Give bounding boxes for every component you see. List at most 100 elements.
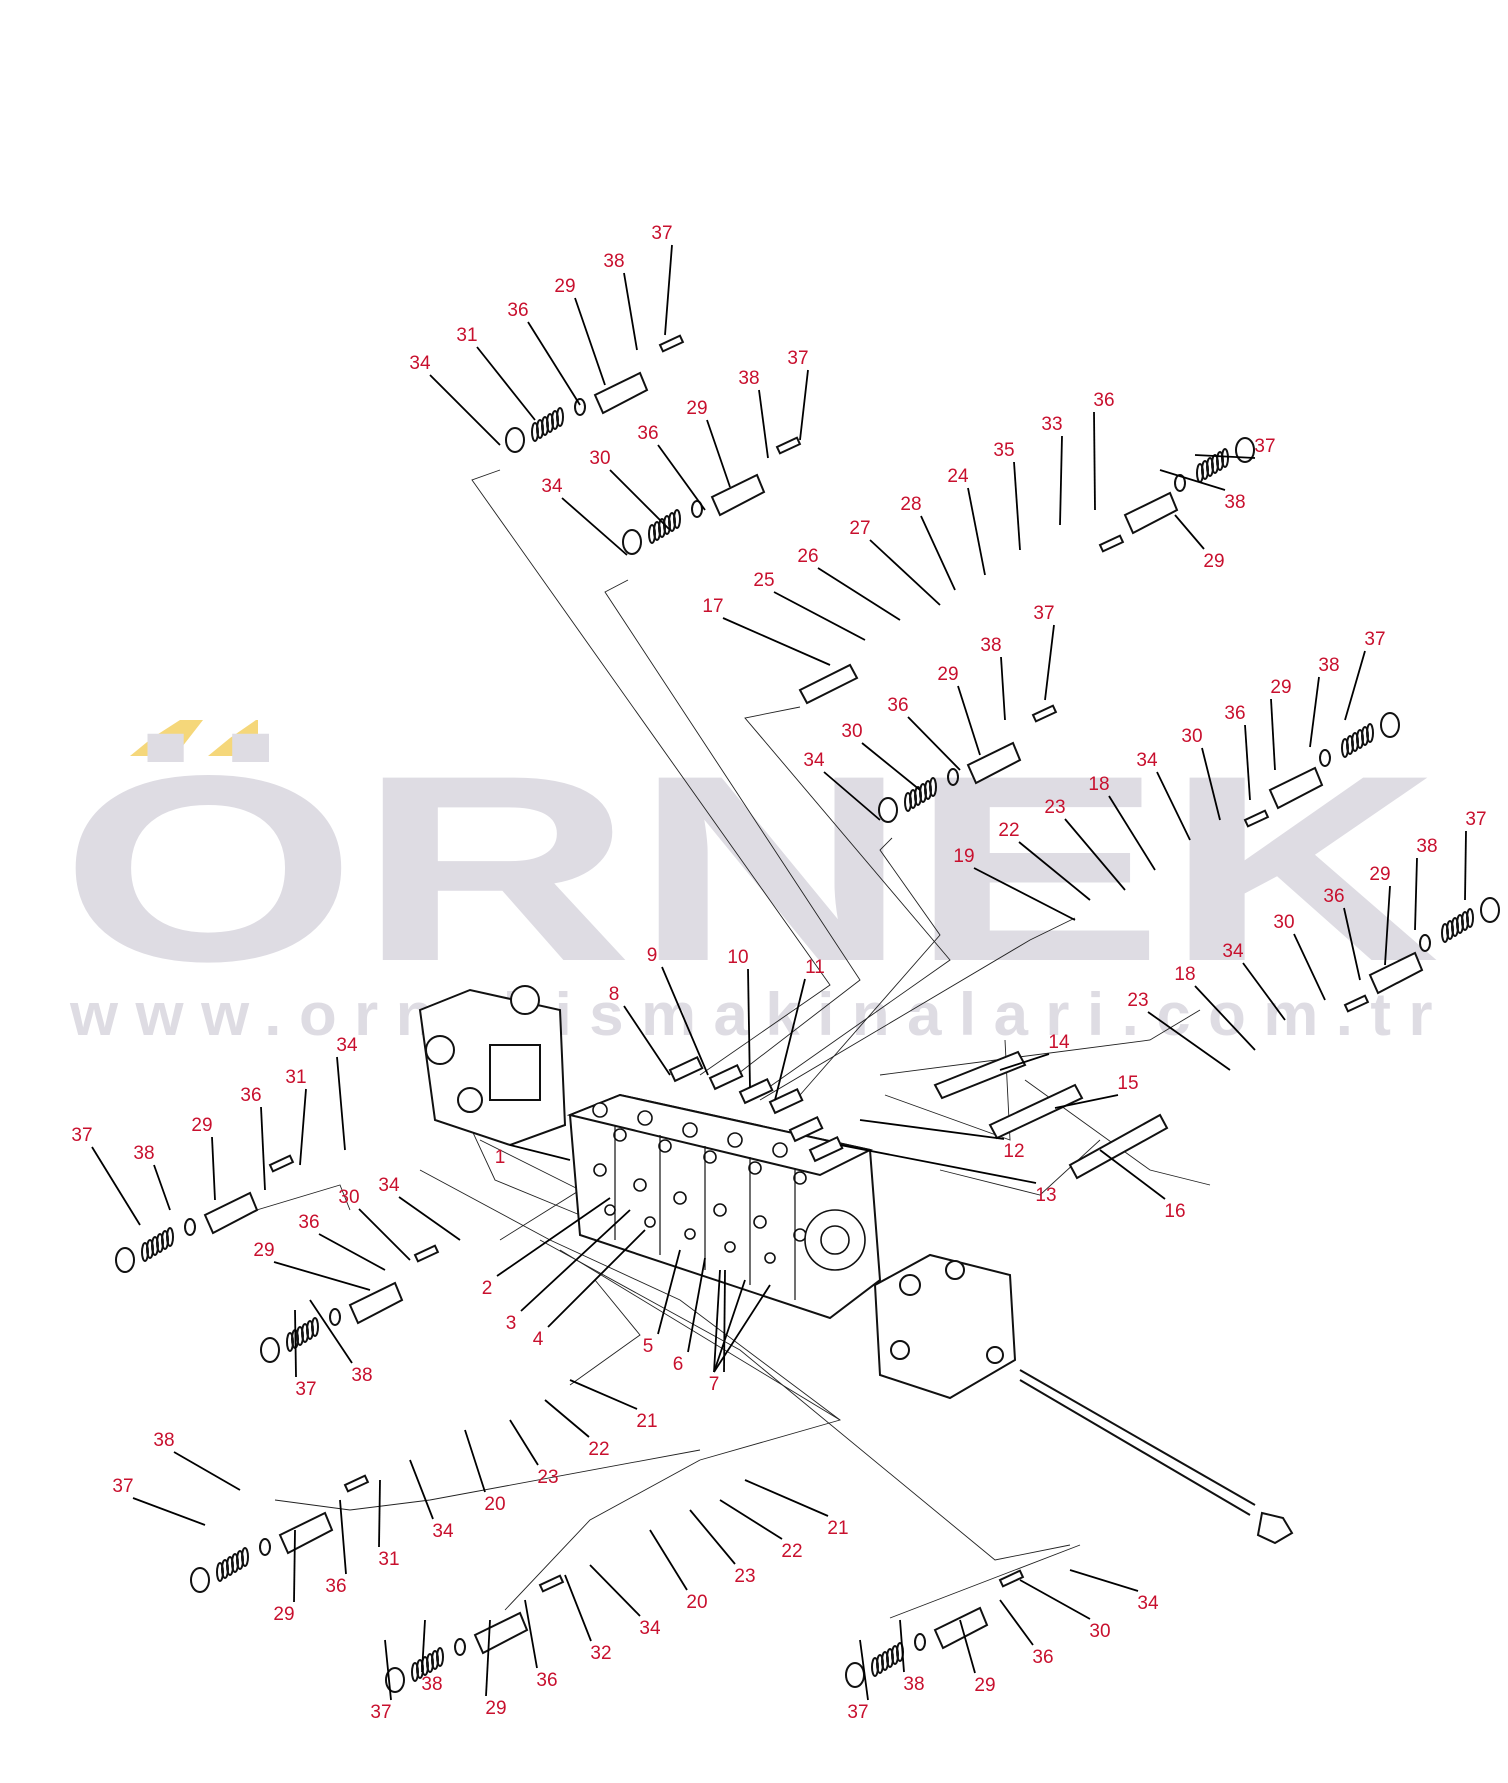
callout-29: 29 (485, 1698, 506, 1719)
leader-line (861, 742, 921, 791)
leader-line (547, 1229, 646, 1328)
umlaut-mark-right (208, 720, 258, 756)
spring-coil (286, 1332, 294, 1352)
valve-cap (278, 1511, 334, 1555)
spring-coil (1466, 908, 1474, 928)
leader-line (957, 685, 981, 756)
mounting-bolt (1098, 534, 1125, 553)
leader-line (1343, 907, 1361, 981)
leader-line (509, 1144, 571, 1161)
o-ring-seal (329, 1308, 341, 1326)
leader-line (623, 1005, 671, 1076)
mounting-bolt (343, 1474, 370, 1493)
callout-24: 24 (947, 466, 969, 487)
callout-21: 21 (636, 1411, 657, 1432)
callout-6: 6 (673, 1354, 684, 1375)
callout-19: 19 (953, 846, 974, 867)
callout-30: 30 (1089, 1621, 1110, 1642)
leader-line (959, 1619, 976, 1674)
leader-line (657, 444, 706, 511)
callout-29: 29 (554, 276, 575, 297)
leader-line (799, 369, 809, 441)
callout-38: 38 (351, 1365, 372, 1386)
leader-line (869, 539, 941, 606)
callout-1: 1 (495, 1147, 506, 1168)
leader-line (173, 1451, 241, 1491)
leader-line (999, 1599, 1034, 1646)
callout-37: 37 (787, 348, 808, 369)
callout-28: 28 (900, 494, 921, 515)
callout-31: 31 (378, 1549, 399, 1570)
callout-27: 27 (849, 518, 870, 539)
leader-line (920, 515, 956, 591)
leader-line (1270, 698, 1276, 771)
o-ring-seal (184, 1218, 196, 1236)
valve-cap (348, 1281, 404, 1325)
callout-3: 3 (506, 1313, 517, 1334)
mounting-bolt (1031, 704, 1058, 723)
leader-line (687, 1257, 706, 1353)
leader-line (689, 1509, 736, 1565)
valve-cap (1268, 766, 1324, 810)
leader-line (713, 1269, 721, 1373)
callout-12: 12 (1003, 1141, 1024, 1162)
mounting-bolt (413, 1244, 440, 1263)
leader-line (823, 771, 881, 821)
spring-coil (871, 1657, 879, 1677)
callout-36: 36 (298, 1212, 319, 1233)
watermark-url-text: www.ornekismakinalari.com.tr (69, 981, 1450, 1048)
callout-34: 34 (1137, 1593, 1159, 1614)
mounting-bolt (1343, 994, 1370, 1013)
o-ring-seal (259, 1538, 271, 1556)
spool-15 (988, 1083, 1084, 1140)
callout-17: 17 (702, 596, 723, 617)
valve-cap (933, 1606, 989, 1650)
callout-37: 37 (847, 1702, 868, 1723)
o-ring-seal (574, 398, 586, 416)
callout-23: 23 (1127, 990, 1148, 1011)
callout-36: 36 (1093, 390, 1114, 411)
leader-line (1384, 885, 1391, 966)
leader-line (421, 1619, 426, 1673)
adjust-nut (260, 1337, 280, 1363)
end-cover-block (873, 1253, 1017, 1400)
mounting-bolt (658, 334, 685, 353)
leader-line (774, 978, 806, 1101)
leader-line (1054, 1094, 1119, 1109)
o-ring-seal (454, 1638, 466, 1656)
leader-line (1000, 656, 1006, 721)
callout-4: 4 (533, 1329, 544, 1350)
spring-coil (1366, 723, 1374, 743)
callout-38: 38 (903, 1674, 924, 1695)
leader-line (1156, 771, 1191, 841)
relief-valve-assembly (1243, 712, 1400, 828)
leader-line (1194, 454, 1256, 459)
leader-line (758, 389, 769, 459)
callout-38: 38 (133, 1143, 154, 1164)
inlet-cover-block (418, 985, 567, 1147)
callout-29: 29 (1203, 551, 1224, 572)
leader-line (293, 1529, 296, 1603)
leader-line (153, 1164, 171, 1211)
tie-rod (1019, 1369, 1294, 1545)
callout-36: 36 (536, 1670, 557, 1691)
callout-34: 34 (541, 476, 563, 497)
callout-36: 36 (1323, 886, 1344, 907)
callout-38: 38 (153, 1430, 174, 1451)
valve-cap (203, 1191, 259, 1235)
callout-34: 34 (378, 1175, 400, 1196)
leader-line (527, 321, 581, 406)
relief-valve-assembly (845, 1569, 1025, 1688)
mounting-bolt (1243, 809, 1270, 828)
callout-29: 29 (191, 1115, 212, 1136)
callout-35: 35 (993, 440, 1014, 461)
relief-valve-assembly (878, 704, 1058, 823)
callout-34: 34 (1136, 750, 1158, 771)
mounting-bolt (998, 1569, 1025, 1588)
callout-36: 36 (1032, 1647, 1053, 1668)
spring-coil (1221, 448, 1229, 468)
leader-line (132, 1497, 206, 1526)
callout-29: 29 (1369, 864, 1390, 885)
